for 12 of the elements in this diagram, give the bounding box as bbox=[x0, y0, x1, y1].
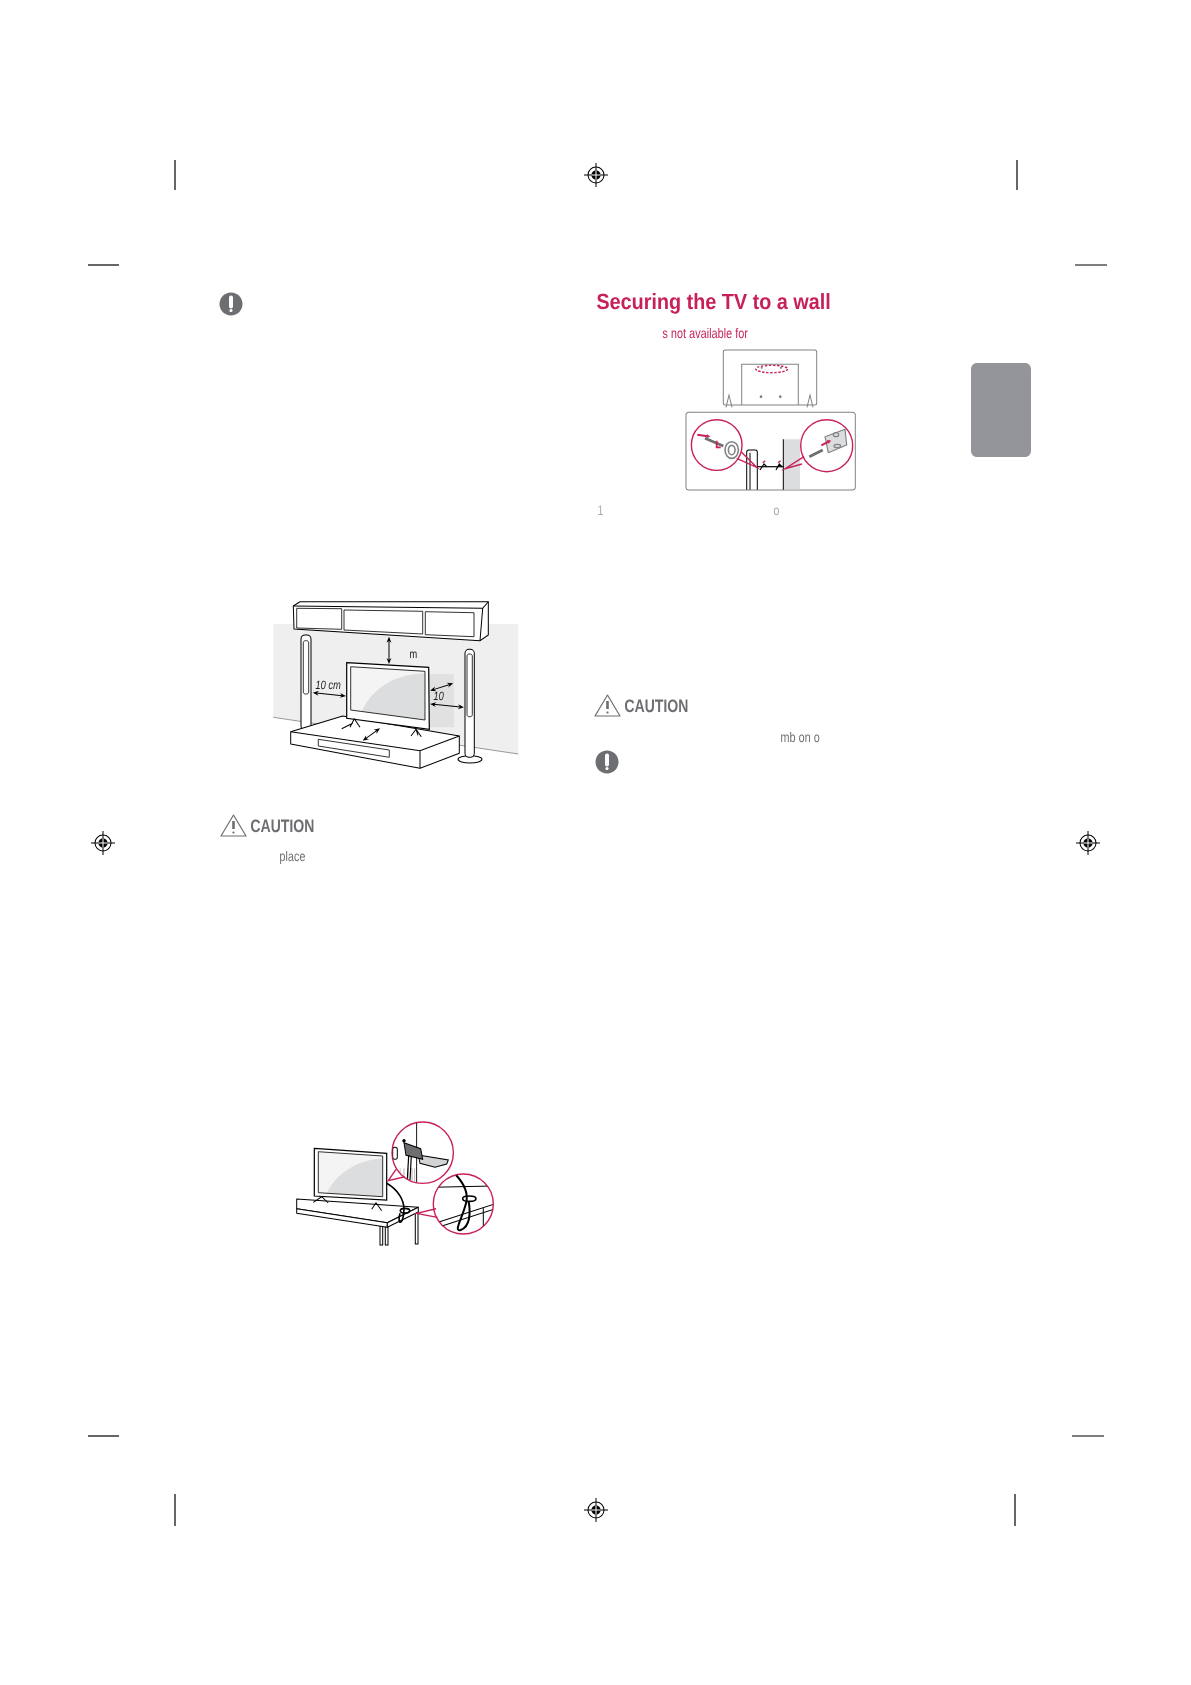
body-text: o bbox=[773, 507, 779, 516]
step-number: 1 bbox=[598, 505, 603, 515]
body-text: mb on o bbox=[781, 731, 820, 743]
dimension-label: 10 bbox=[433, 691, 444, 701]
caution-heading: CAUTION bbox=[624, 699, 688, 713]
side-tab bbox=[971, 363, 1031, 457]
body-text: place bbox=[280, 850, 305, 864]
dimension-label: m bbox=[410, 651, 417, 658]
section-heading: Securing the TV to a wall bbox=[596, 293, 830, 314]
caution-heading: CAUTION bbox=[250, 819, 314, 833]
note-text: s not available for bbox=[662, 327, 748, 339]
dimension-label: 10 cm bbox=[315, 680, 341, 690]
